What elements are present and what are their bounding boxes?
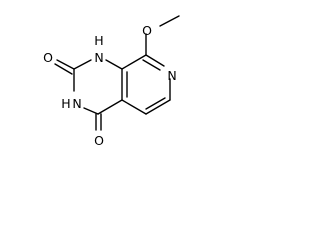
- bond-c6-c5-double: [145, 97, 166, 110]
- bond-methyl-o: [159, 15, 180, 27]
- bond-n3-c4: [83, 107, 99, 115]
- bond-n1-c2: [73, 59, 92, 70]
- atom-label-o2: O: [43, 50, 53, 65]
- atom-labels: O N H N O H N O: [43, 23, 177, 148]
- atom-label-n3: N: [72, 96, 81, 111]
- atom-label-o-methoxy: O: [142, 23, 152, 38]
- bond-c8-n7: [145, 54, 165, 67]
- structure-diagram: O N H N O H N O: [43, 15, 180, 148]
- bond-c5-c4a: [121, 99, 147, 115]
- atom-label-n-pyridine: N: [167, 68, 176, 83]
- atom-label-h3: H: [61, 96, 70, 111]
- bond-c2-o2-a: [56, 59, 75, 70]
- atom-label-o4: O: [94, 133, 104, 148]
- atom-label-n1: N: [94, 50, 103, 65]
- bond-c8a-n1: [105, 59, 123, 70]
- bond-c8-n7-double: [142, 59, 161, 71]
- bond-c2-o2-b: [54, 63, 73, 75]
- atom-label-h1: H: [94, 33, 103, 48]
- bond-c6-c5: [145, 99, 171, 115]
- bonds: [54, 15, 180, 131]
- bond-c4-c4a: [97, 99, 123, 115]
- bond-c8-c8a: [121, 54, 147, 70]
